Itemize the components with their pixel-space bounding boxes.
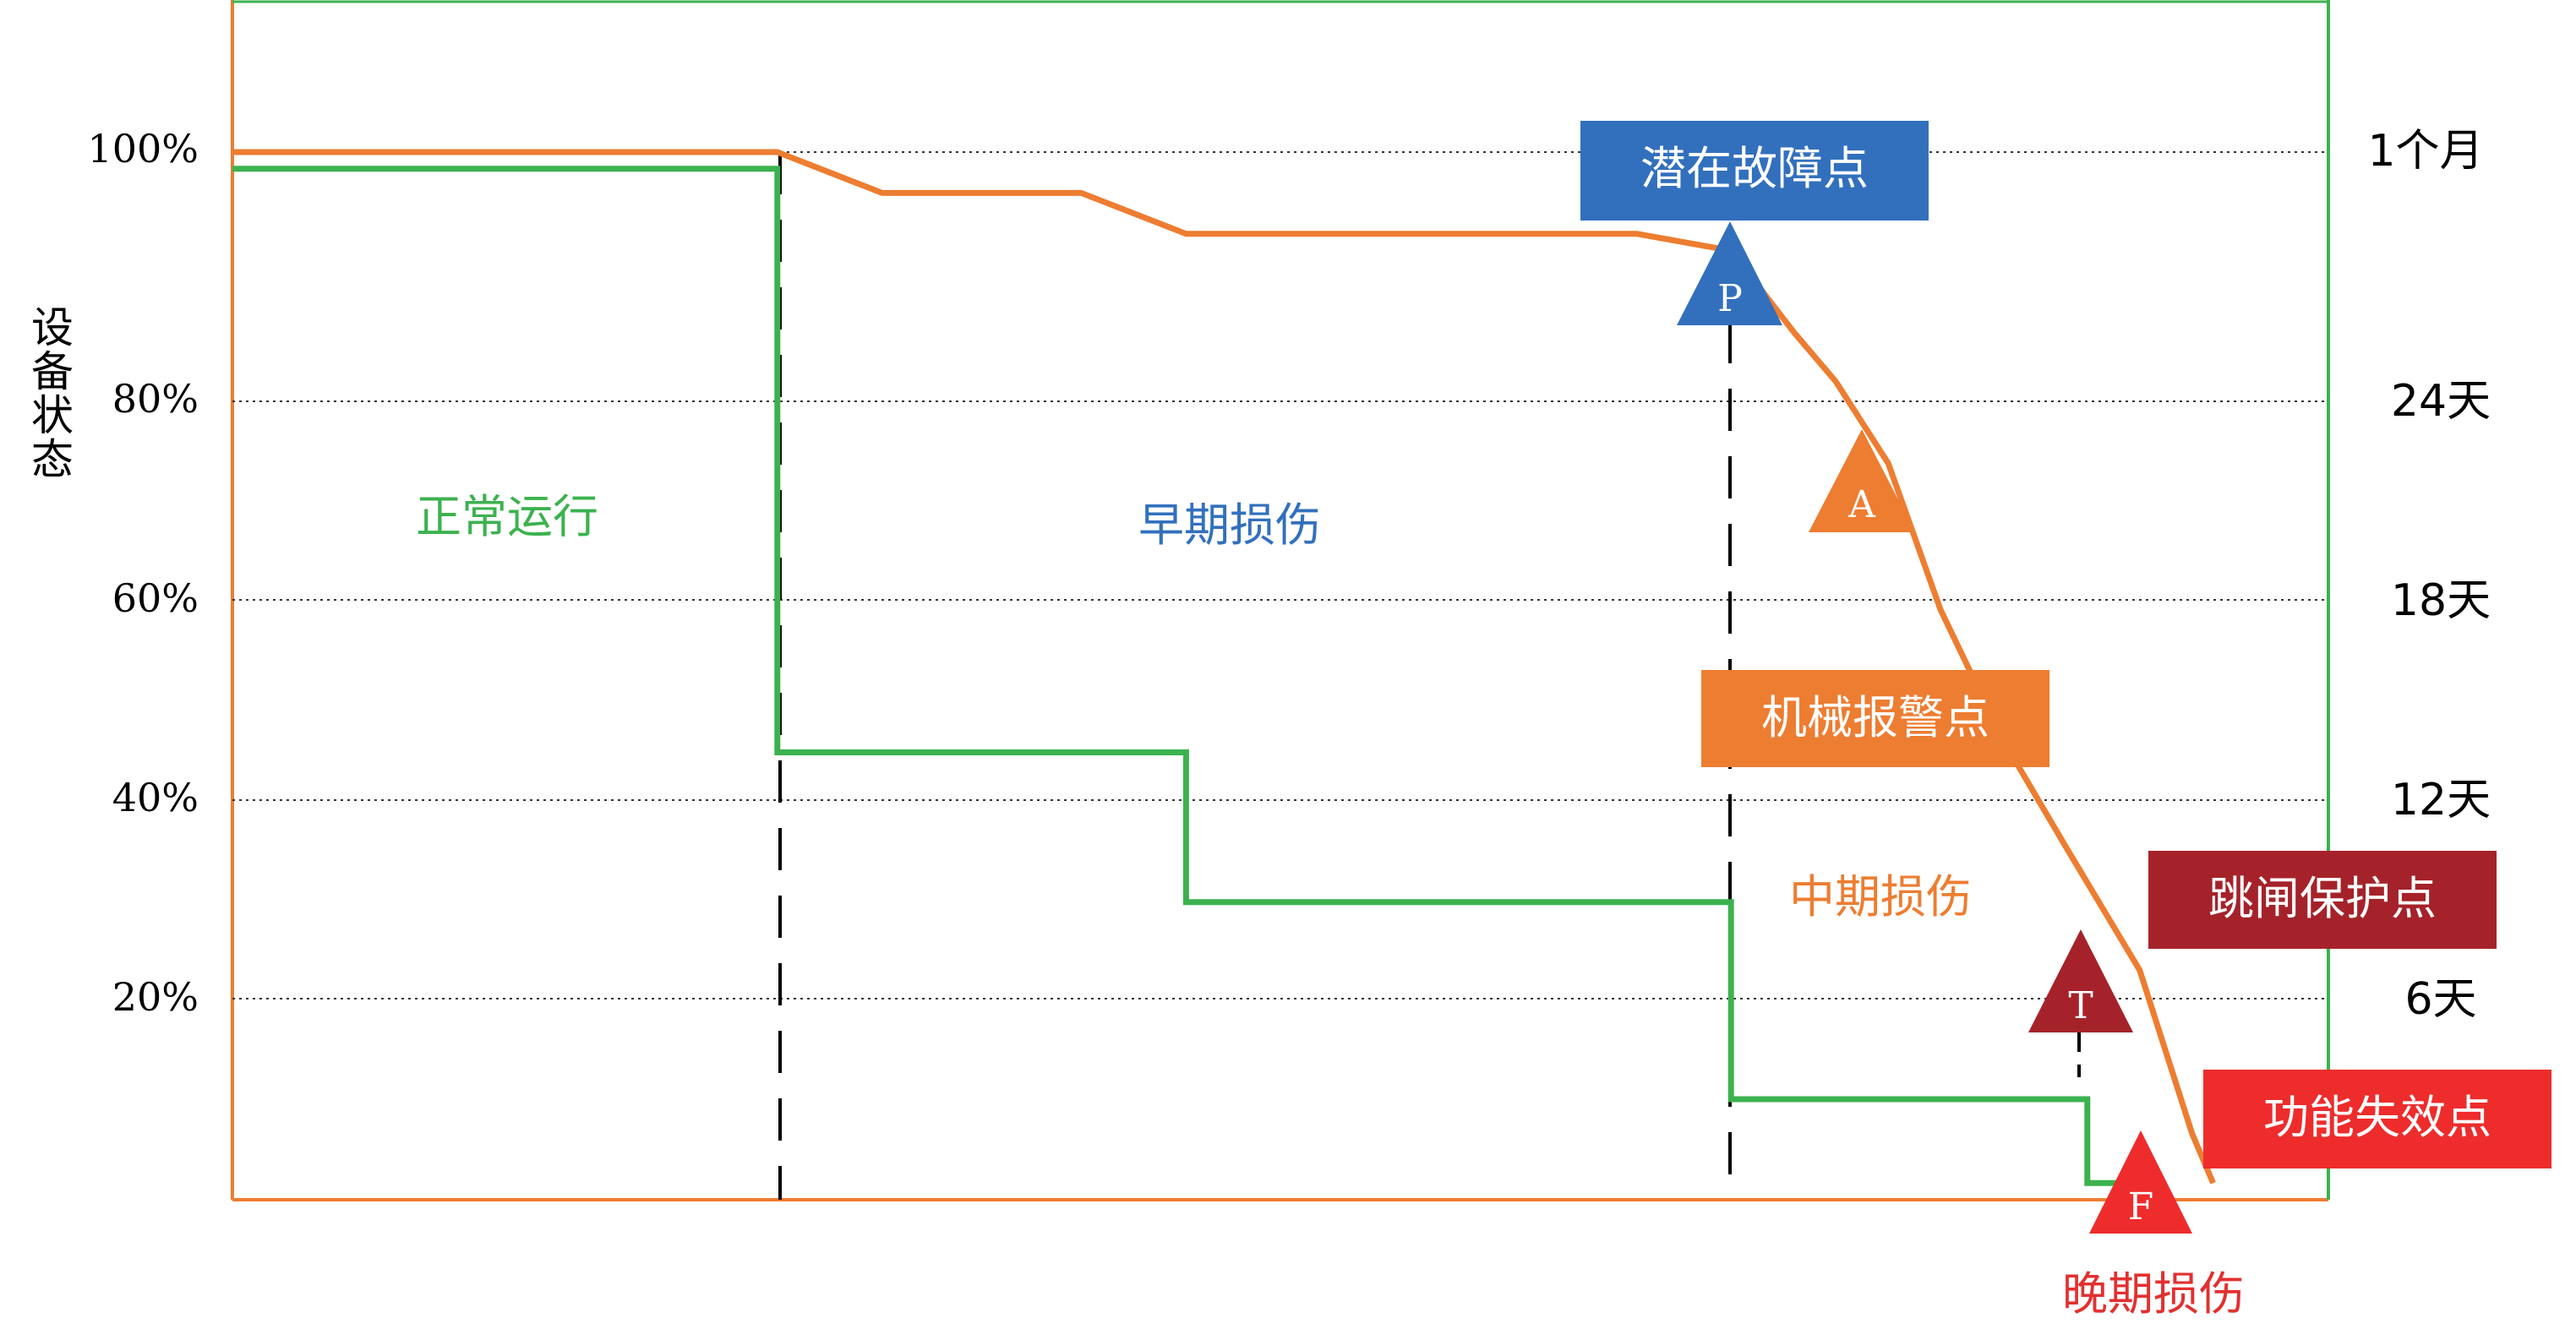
- y-tick-left-100: 100%: [87, 126, 199, 172]
- phase-label-middle: 中期损伤: [1789, 870, 1972, 923]
- phase-label-late: 晚期损伤: [2062, 1267, 2245, 1321]
- point-p-triangle-icon: [1677, 221, 1782, 325]
- point-f-marker: F: [2128, 1185, 2154, 1228]
- point-p-label-box: [1580, 121, 1929, 221]
- gridlines: [232, 151, 2328, 999]
- y-tick-left-80: 80%: [112, 376, 199, 422]
- phase-label-normal: 正常运行: [416, 490, 598, 543]
- y-tick-left-60: 60%: [112, 575, 199, 621]
- y-axis-label: 设备状态: [31, 303, 74, 484]
- point-t: 跳闸保护点 T: [2028, 851, 2497, 1032]
- y-tick-left-40: 40%: [112, 775, 199, 820]
- y-tick-right-2: 24天: [2391, 376, 2491, 427]
- equipment-condition-curve: [232, 149, 2216, 1185]
- y-tick-right-3: 18天: [2391, 575, 2491, 626]
- point-t-label: 跳闸保护点: [2208, 872, 2437, 925]
- y-tick-right-1: 1个月: [2367, 126, 2483, 177]
- phase-label-early: 早期损伤: [1138, 498, 1321, 552]
- point-t-marker: T: [2068, 984, 2093, 1027]
- y-tick-right-4: 12天: [2391, 775, 2491, 825]
- point-a-marker: A: [1847, 483, 1876, 526]
- point-a-triangle-icon: [1809, 429, 1915, 532]
- point-f-label-box: [2203, 1070, 2551, 1168]
- y-tick-right-5: 6天: [2404, 974, 2476, 1025]
- point-t-triangle-icon: [2028, 929, 2133, 1032]
- point-f-label: 功能失效点: [2263, 1091, 2491, 1144]
- point-t-label-box: [2148, 851, 2497, 949]
- point-p-marker: P: [1717, 277, 1743, 320]
- point-f: 功能失效点 F: [2089, 1070, 2551, 1234]
- point-a-label: 机械报警点: [1761, 691, 1989, 744]
- point-p-label: 潜在故障点: [1640, 142, 1869, 195]
- point-a: A 机械报警点: [1701, 429, 2049, 767]
- residual-time-step-line: [232, 166, 2161, 1186]
- point-p: 潜在故障点 P: [1580, 121, 1929, 325]
- point-f-triangle-icon: [2089, 1130, 2192, 1234]
- y-tick-left-20: 20%: [112, 974, 199, 1020]
- point-a-label-box: [1701, 670, 2049, 767]
